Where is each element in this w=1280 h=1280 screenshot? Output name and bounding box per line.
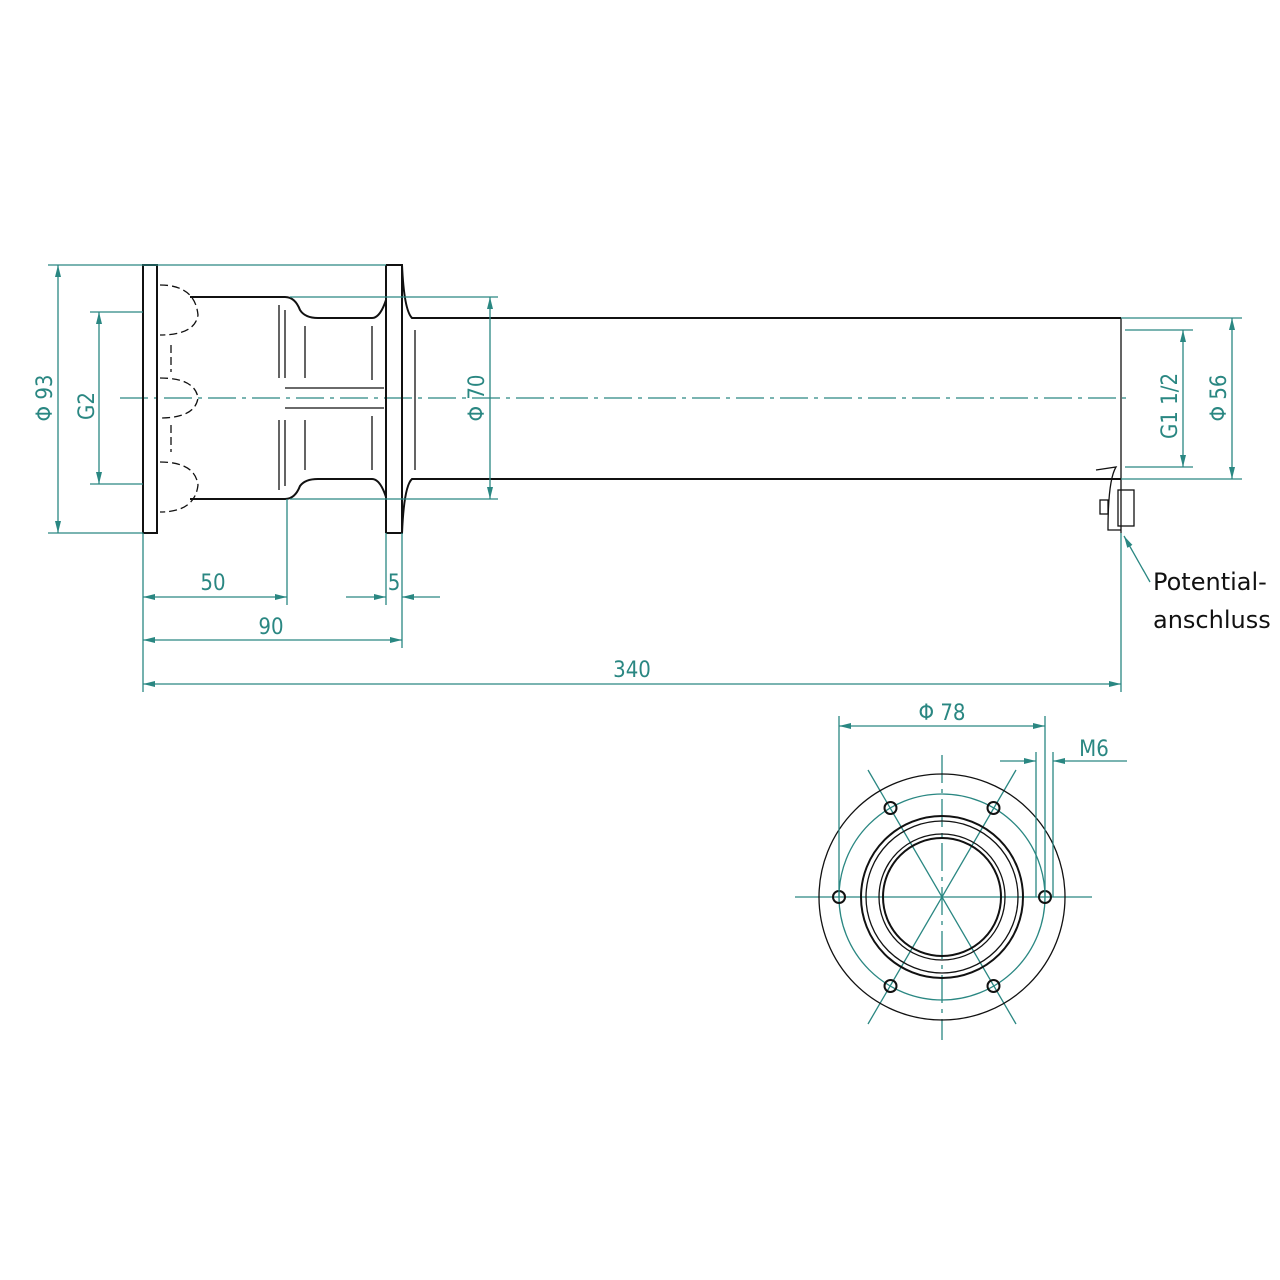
body-outline (190, 296, 387, 500)
dim-length-90: 90 (258, 615, 283, 640)
dim-neck-diameter: Φ 70 (465, 374, 490, 421)
outlet-flange-and-tube (385, 264, 1121, 534)
dim-thread-inlet: G2 (75, 392, 100, 420)
body-lines (278, 305, 416, 490)
dim-bolt-circle: Φ 78 (918, 701, 965, 726)
flange-outer (818, 773, 1066, 1021)
side-view (120, 264, 1135, 534)
dim-bolt-thread: M6 (1079, 737, 1109, 762)
dim-thread-outlet: G1 1/2 (1158, 373, 1183, 439)
front-view: Φ 78 M6 (795, 701, 1127, 1040)
dim-flange-diameter: Φ 93 (33, 374, 58, 421)
inlet-flange (142, 264, 158, 534)
potential-label-line1: Potential- (1153, 568, 1267, 596)
potential-callout: Potential- anschluss (1123, 535, 1271, 634)
side-dimensions: Φ 93 G2 Φ 70 G1 1/2 Φ 56 50 5 90 340 (33, 264, 1242, 692)
potential-label-line2: anschluss (1153, 606, 1271, 634)
dim-tube-diameter: Φ 56 (1207, 374, 1232, 421)
dim-total-length: 340 (613, 658, 651, 683)
hidden-bores (159, 284, 199, 513)
dim-length-50: 50 (200, 571, 225, 596)
earth-terminal (1095, 466, 1135, 531)
dim-flange-thickness: 5 (388, 571, 401, 596)
